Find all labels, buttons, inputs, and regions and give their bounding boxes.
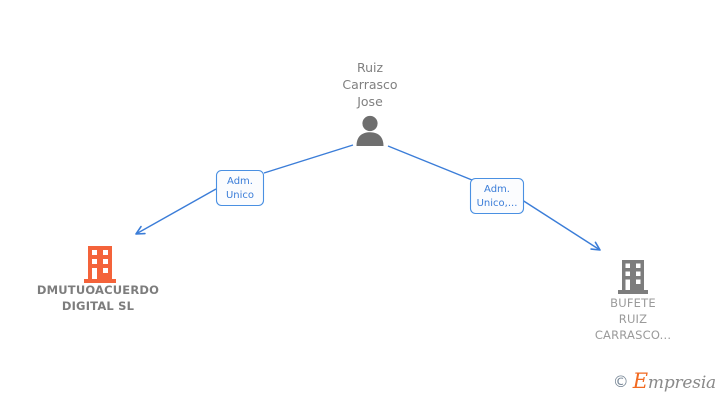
person-icon — [356, 115, 384, 146]
edge-right-segment-upper — [387, 145, 473, 181]
edge-right-label-line-1: Adm. — [484, 184, 510, 195]
edge-right-label-line-2: Unico,... — [477, 198, 518, 209]
person-name-line-2: Carrasco — [342, 77, 397, 92]
edge-left-label-line-2: Unico — [226, 190, 254, 201]
building-icon — [84, 246, 116, 283]
company-left-name-line-2: DIGITAL SL — [62, 299, 135, 313]
company-node-left[interactable]: DMUTUOACUERDO DIGITAL SL — [37, 246, 159, 313]
brand-initial: E — [632, 369, 648, 393]
company-right-name-line-3: CARRASCO... — [595, 328, 671, 342]
person-node[interactable]: Ruiz Carrasco Jose — [342, 60, 398, 146]
building-icon — [618, 260, 648, 294]
person-name-line-1: Ruiz — [357, 60, 384, 75]
edge-left[interactable]: Adm. Unico — [135, 144, 354, 235]
person-name-line-3: Jose — [356, 94, 383, 109]
company-right-name-line-2: RUIZ — [619, 312, 647, 326]
edge-right-label-box[interactable] — [469, 177, 525, 215]
brand-rest: mpresia — [647, 373, 716, 393]
watermark: © Empresia — [613, 371, 716, 392]
copyright-icon: © — [612, 371, 629, 391]
brand-name: Empresia — [633, 371, 716, 392]
company-right-name-line-1: BUFETE — [610, 296, 656, 310]
edge-left-segment-upper — [263, 144, 354, 174]
edge-right[interactable]: Adm. Unico,... — [387, 145, 601, 251]
edge-left-segment-lower — [135, 188, 217, 235]
edge-left-label-line-1: Adm. — [227, 176, 253, 187]
edge-left-label-box[interactable] — [215, 169, 265, 207]
edge-right-segment-lower — [518, 197, 601, 251]
company-left-name-line-1: DMUTUOACUERDO — [37, 283, 159, 297]
company-node-right[interactable]: BUFETE RUIZ CARRASCO... — [595, 260, 671, 342]
